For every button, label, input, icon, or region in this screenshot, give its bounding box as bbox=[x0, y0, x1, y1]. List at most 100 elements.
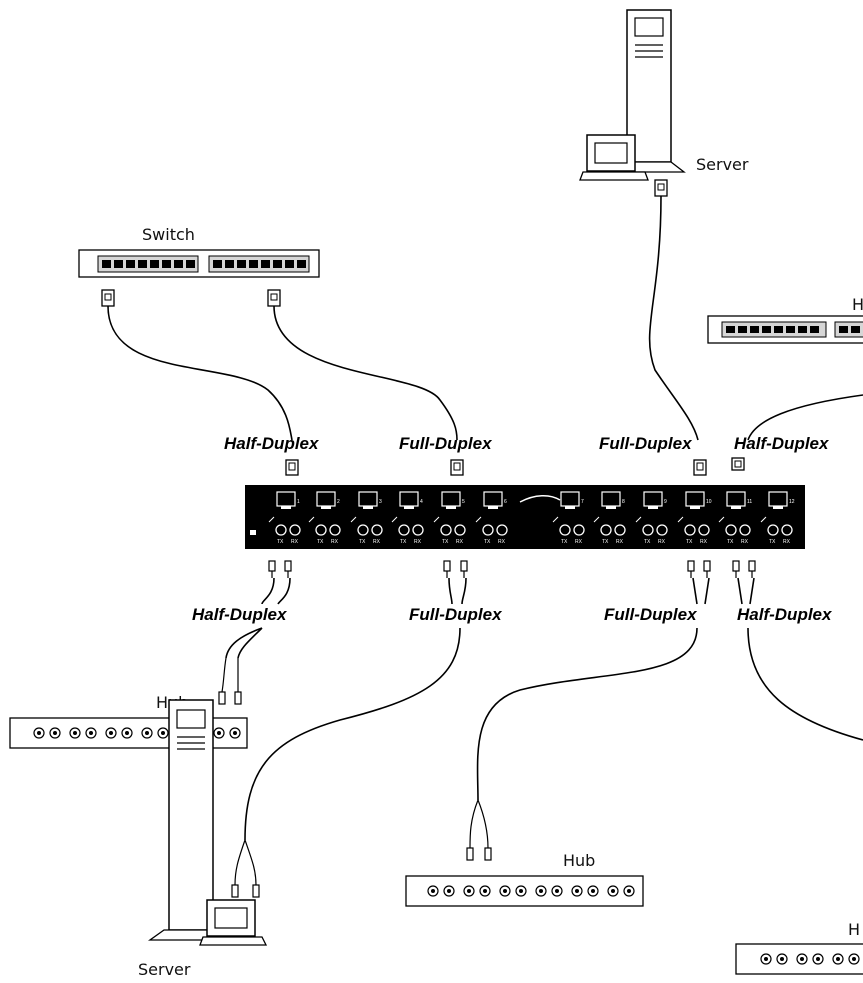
tx-label: TX bbox=[359, 539, 366, 545]
rj45-port bbox=[358, 491, 378, 507]
rj45-port bbox=[601, 491, 621, 507]
led-marker bbox=[593, 516, 600, 523]
st-port-tx bbox=[275, 524, 287, 536]
hub-port bbox=[810, 326, 819, 333]
tx-label: TX bbox=[686, 539, 693, 545]
st-port-rx bbox=[289, 524, 301, 536]
st-plug-icon bbox=[284, 560, 292, 572]
tx-label: TX bbox=[644, 539, 651, 545]
st-port-rx bbox=[656, 524, 668, 536]
rj45-port-tab bbox=[281, 506, 291, 509]
hub-port-center bbox=[161, 731, 165, 735]
rj45-port bbox=[685, 491, 705, 507]
tx-label: TX bbox=[769, 539, 776, 545]
st-plug-icon bbox=[234, 691, 242, 705]
st-plug-icon bbox=[687, 560, 695, 572]
port-number-label: 5 bbox=[462, 499, 465, 505]
hub-center: Hub bbox=[405, 851, 644, 907]
tx-label: TX bbox=[602, 539, 609, 545]
st-port-rx bbox=[573, 524, 585, 536]
rj45-port bbox=[316, 491, 336, 507]
st-port-tx bbox=[642, 524, 654, 536]
hub-port-center bbox=[145, 731, 149, 735]
hub-port-center bbox=[53, 731, 57, 735]
rj45-port-tab bbox=[404, 506, 414, 509]
st-plug-icon bbox=[703, 560, 711, 572]
rx-label: RX bbox=[414, 539, 422, 545]
switch-ports-left bbox=[102, 260, 195, 268]
hub-port-center bbox=[611, 889, 615, 893]
led-marker bbox=[635, 516, 642, 523]
st-plug-icon bbox=[732, 560, 740, 572]
hub-port-center bbox=[816, 957, 820, 961]
port-number-label: 10 bbox=[706, 499, 712, 505]
switch-port bbox=[186, 260, 195, 268]
st-port-tx bbox=[684, 524, 696, 536]
hub-port-center bbox=[37, 731, 41, 735]
st-plug-icon bbox=[748, 560, 756, 572]
hub-port-center bbox=[89, 731, 93, 735]
st-port-tx bbox=[440, 524, 452, 536]
switch-port bbox=[213, 260, 222, 268]
hub-right-top-ports bbox=[726, 326, 860, 333]
st-port-tx bbox=[315, 524, 327, 536]
switch-port bbox=[138, 260, 147, 268]
switch-port bbox=[261, 260, 270, 268]
st-port-tx bbox=[767, 524, 779, 536]
rj45-port-tab bbox=[446, 506, 456, 509]
server-bottom: Server bbox=[138, 699, 268, 979]
st-port-tx bbox=[357, 524, 369, 536]
tx-label: TX bbox=[400, 539, 407, 545]
switch-port bbox=[162, 260, 171, 268]
st-plug-icon bbox=[460, 560, 468, 572]
st-port-rx bbox=[739, 524, 751, 536]
duplex-label-top-3: Full-Duplex bbox=[599, 434, 693, 453]
rx-label: RX bbox=[700, 539, 708, 545]
led-marker bbox=[552, 516, 559, 523]
switch-port bbox=[114, 260, 123, 268]
hub-right-bottom-label: H bbox=[848, 920, 860, 939]
st-port-tx bbox=[398, 524, 410, 536]
rj45-port-tab bbox=[690, 506, 700, 509]
rx-label: RX bbox=[741, 539, 749, 545]
hub-port bbox=[786, 326, 795, 333]
led-marker bbox=[760, 516, 767, 523]
rx-label: RX bbox=[658, 539, 666, 545]
hub-port-center bbox=[591, 889, 595, 893]
tx-label: TX bbox=[442, 539, 449, 545]
duplex-label-top-4: Half-Duplex bbox=[734, 434, 830, 453]
port-number-label: 3 bbox=[379, 499, 382, 505]
rj45-port bbox=[441, 491, 461, 507]
hub-port-center bbox=[447, 889, 451, 893]
led-marker bbox=[308, 516, 315, 523]
hub-port-center bbox=[764, 957, 768, 961]
led-marker bbox=[433, 516, 440, 523]
rj45-port bbox=[768, 491, 788, 507]
rx-label: RX bbox=[616, 539, 624, 545]
st-port-rx bbox=[329, 524, 341, 536]
hub-port-center bbox=[125, 731, 129, 735]
led-marker bbox=[268, 516, 275, 523]
switch-port bbox=[126, 260, 135, 268]
rx-label: RX bbox=[575, 539, 583, 545]
rx-label: RX bbox=[373, 539, 381, 545]
rx-label: RX bbox=[291, 539, 299, 545]
hub-port-center bbox=[73, 731, 77, 735]
rx-label: RX bbox=[456, 539, 464, 545]
rj45-plug-icon bbox=[654, 179, 668, 197]
st-plug-icon bbox=[252, 884, 260, 898]
hub-port-center bbox=[519, 889, 523, 893]
st-plug-icon bbox=[484, 847, 492, 861]
switch-port bbox=[225, 260, 234, 268]
hub-port-center bbox=[233, 731, 237, 735]
duplex-label-top-1: Half-Duplex bbox=[224, 434, 320, 453]
hub-port bbox=[839, 326, 848, 333]
tx-label: TX bbox=[484, 539, 491, 545]
server-bottom-label: Server bbox=[138, 960, 191, 979]
port-number-label: 2 bbox=[337, 499, 340, 505]
switch-port bbox=[237, 260, 246, 268]
hub-center-label: Hub bbox=[563, 851, 595, 870]
rj45-plug-icon bbox=[285, 459, 299, 476]
hub-port-center bbox=[852, 957, 856, 961]
